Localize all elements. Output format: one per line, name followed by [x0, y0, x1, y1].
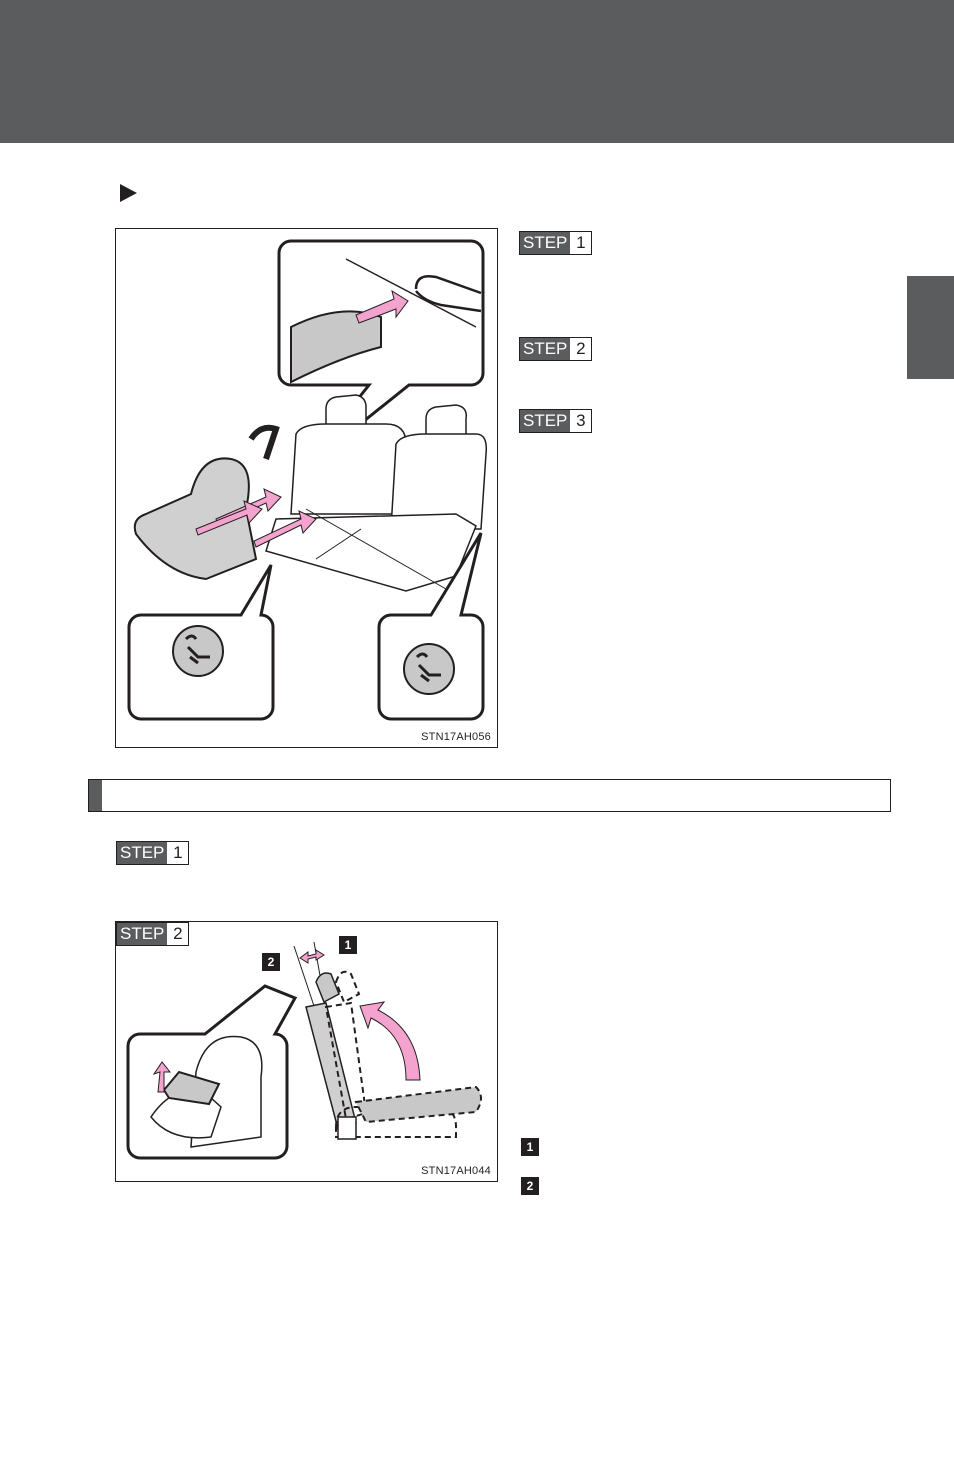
- chapter-side-tab: [907, 276, 954, 379]
- figure-code: STN17AH044: [421, 1165, 491, 1177]
- figure-code: STN17AH056: [421, 731, 491, 743]
- step-badge-section-1: STEP 1: [116, 841, 190, 865]
- step-badge-figure-2: STEP 2: [116, 922, 190, 946]
- triangle-bullet-icon: [120, 184, 137, 202]
- child-seat-installation-figure: STN17AH056: [115, 228, 498, 748]
- legend-badge-2: 2: [521, 1177, 539, 1195]
- step-badge-2: STEP 2: [519, 337, 593, 361]
- section-heading-bar: [88, 779, 891, 812]
- callout-1: 1: [339, 936, 357, 954]
- callout-2: 2: [262, 953, 280, 971]
- step-badge-1: STEP 1: [519, 231, 593, 255]
- legend-badge-1: 1: [521, 1138, 539, 1156]
- page-header-band: [0, 0, 954, 143]
- child-seat-illustration: [127, 239, 488, 721]
- seatback-illustration: [126, 941, 482, 1160]
- step-badge-3: STEP 3: [519, 409, 593, 433]
- section-heading-marker: [89, 780, 102, 811]
- seatback-adjust-figure: STEP 2 1 2 STN17AH044: [115, 921, 498, 1182]
